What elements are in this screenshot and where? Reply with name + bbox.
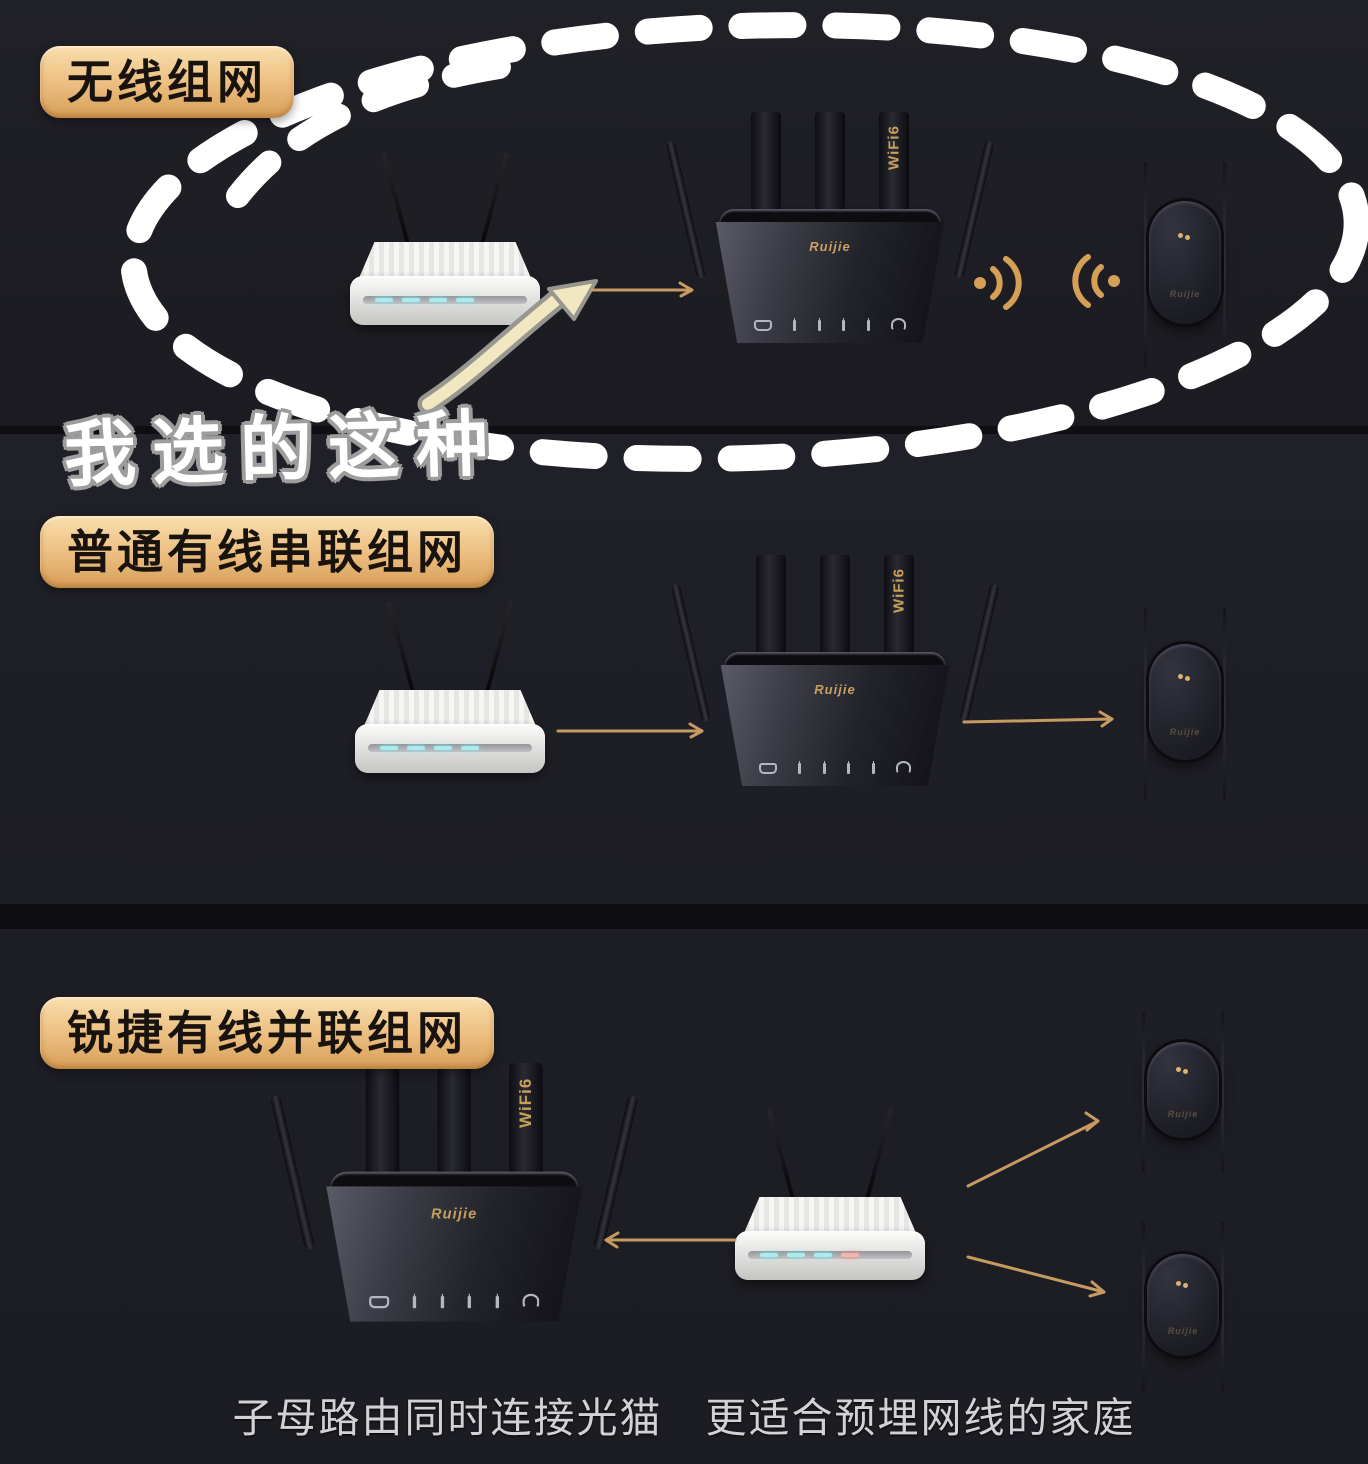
led-indicator bbox=[434, 746, 452, 750]
router-port-icons bbox=[758, 756, 912, 774]
wall-mesh-node: Ruijie bbox=[1135, 162, 1235, 367]
router-port-icons bbox=[368, 1288, 540, 1309]
port-icon bbox=[758, 763, 777, 774]
port-icon bbox=[896, 761, 912, 774]
port-icon bbox=[522, 1293, 540, 1309]
led-indicator bbox=[787, 1253, 805, 1257]
port-icon bbox=[753, 320, 772, 331]
led-indicator-red bbox=[841, 1253, 859, 1257]
isp-modem bbox=[350, 150, 540, 325]
router-port-icons bbox=[753, 313, 907, 331]
isp-modem bbox=[355, 598, 545, 773]
mesh-node-body: Ruijie bbox=[1147, 1254, 1219, 1357]
modem-antenna bbox=[381, 152, 412, 253]
pin-icon bbox=[817, 320, 821, 331]
modem-led-strip bbox=[368, 744, 532, 752]
section-label-wireless: 无线组网 bbox=[40, 46, 294, 118]
led-indicator bbox=[814, 1253, 832, 1257]
section-panel-wired-serial bbox=[0, 434, 1368, 904]
handwritten-annotation: 我选的这种 bbox=[62, 401, 506, 497]
led-indicator bbox=[402, 298, 420, 302]
ruijie-router: WiFi6 Ruijie bbox=[665, 112, 995, 347]
pin-icon bbox=[413, 1295, 417, 1309]
modem-front bbox=[355, 724, 545, 773]
mesh-node-body: Ruijie bbox=[1147, 1042, 1219, 1139]
wall-rail bbox=[1221, 1012, 1224, 1172]
section-label-wired-parallel: 锐捷有线并联组网 bbox=[40, 997, 494, 1069]
led-indicator bbox=[380, 746, 398, 750]
pin-icon bbox=[847, 763, 851, 774]
wall-rail bbox=[1142, 1012, 1145, 1172]
router-logo: Ruijie bbox=[809, 239, 851, 254]
mesh-node-logo: Ruijie bbox=[1167, 1109, 1199, 1120]
pin-icon bbox=[440, 1295, 444, 1309]
modem-led-strip bbox=[363, 296, 527, 304]
modem-top-vents bbox=[359, 242, 531, 278]
router-body: Ruijie bbox=[326, 1186, 583, 1322]
port-icon bbox=[368, 1295, 390, 1309]
wifi6-badge: WiFi6 bbox=[885, 125, 903, 170]
port-icon bbox=[891, 318, 907, 331]
wall-rail bbox=[1221, 1222, 1224, 1392]
pin-icon bbox=[495, 1295, 499, 1309]
wifi6-badge: WiFi6 bbox=[516, 1077, 536, 1128]
wall-rail bbox=[1144, 608, 1147, 800]
modem-front bbox=[350, 276, 540, 325]
led-indicator bbox=[456, 298, 474, 302]
wall-rail bbox=[1144, 162, 1147, 367]
router-body: Ruijie bbox=[715, 222, 945, 343]
led-indicator bbox=[375, 298, 393, 302]
wall-mesh-node: Ruijie bbox=[1133, 1012, 1233, 1172]
led-indicator bbox=[760, 1253, 778, 1257]
modem-antenna bbox=[863, 1107, 894, 1208]
mesh-node-logo-icon bbox=[1176, 1067, 1181, 1073]
wall-rail bbox=[1142, 1222, 1145, 1392]
pin-icon bbox=[798, 763, 802, 774]
modem-antenna bbox=[483, 600, 514, 701]
modem-led-strip bbox=[748, 1251, 912, 1259]
pin-icon bbox=[467, 1295, 472, 1309]
bottom-caption: 子母路由同时连接光猫 更适合预埋网线的家庭 bbox=[232, 1395, 1136, 1441]
pin-icon bbox=[871, 763, 875, 774]
wall-rail bbox=[1223, 608, 1226, 800]
wifi6-badge: WiFi6 bbox=[890, 568, 908, 613]
wall-mesh-node: Ruijie bbox=[1135, 608, 1235, 800]
pin-icon bbox=[842, 320, 846, 331]
modem-antenna bbox=[386, 600, 417, 701]
mesh-node-body: Ruijie bbox=[1149, 644, 1221, 760]
led-indicator bbox=[429, 298, 447, 302]
ruijie-router: WiFi6 Ruijie bbox=[270, 1063, 639, 1326]
mesh-node-logo: Ruijie bbox=[1169, 726, 1201, 737]
wall-rail bbox=[1223, 162, 1226, 367]
pin-icon bbox=[822, 763, 826, 774]
modem-front bbox=[735, 1231, 925, 1280]
mesh-node-logo-icon bbox=[1176, 1280, 1181, 1286]
mesh-node-logo: Ruijie bbox=[1169, 289, 1201, 300]
modem-antenna bbox=[478, 152, 509, 253]
ruijie-router: WiFi6 Ruijie bbox=[670, 555, 1000, 790]
pin-icon bbox=[793, 320, 797, 331]
modem-antenna bbox=[766, 1107, 797, 1208]
mesh-node-logo: Ruijie bbox=[1167, 1325, 1199, 1336]
section-label-wired-serial: 普通有线串联组网 bbox=[40, 516, 494, 588]
isp-modem bbox=[735, 1105, 925, 1280]
mesh-node-body: Ruijie bbox=[1149, 200, 1221, 324]
router-body: Ruijie bbox=[720, 665, 950, 786]
wall-mesh-node: Ruijie bbox=[1133, 1222, 1233, 1392]
router-logo: Ruijie bbox=[814, 682, 856, 697]
modem-top-vents bbox=[744, 1197, 916, 1233]
router-logo: Ruijie bbox=[431, 1205, 478, 1223]
mesh-node-logo-icon bbox=[1178, 232, 1183, 238]
pin-icon bbox=[866, 320, 870, 331]
led-indicator bbox=[461, 746, 479, 750]
modem-top-vents bbox=[364, 690, 536, 726]
led-indicator bbox=[407, 746, 425, 750]
mesh-node-logo-icon bbox=[1178, 674, 1183, 680]
